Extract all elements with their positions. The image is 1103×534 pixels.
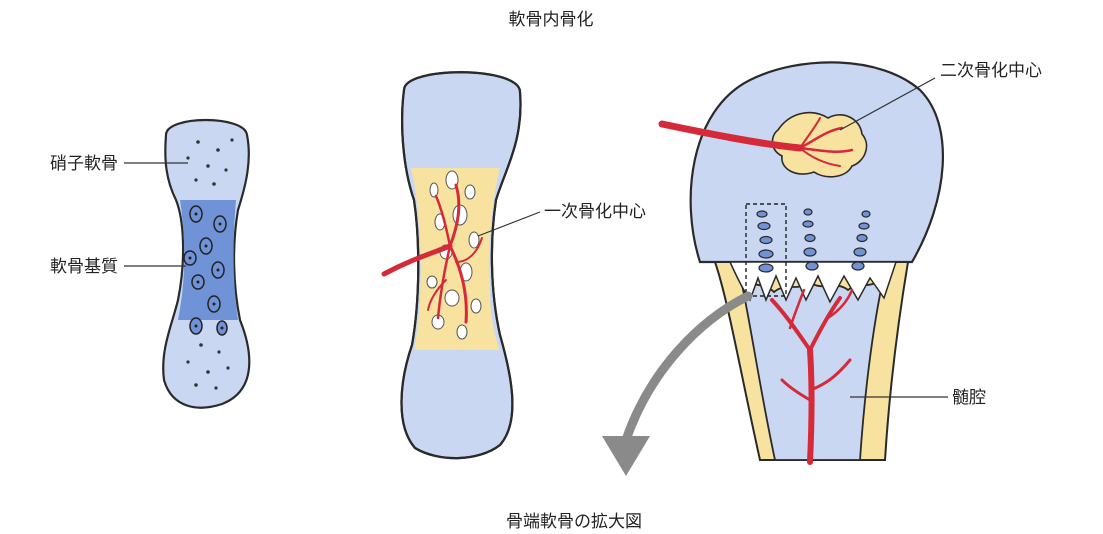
label-marrow-cavity: 髄腔: [952, 388, 986, 408]
label-cartilage-matrix: 軟骨基質: [50, 257, 118, 277]
stage2-primary-ossification: 一次骨化中心: [384, 72, 646, 458]
stage3-secondary-ossification: 二次骨化中心 髄腔: [662, 61, 1042, 462]
stage1-cartilage-model: 硝子軟骨 軟骨基質: [50, 120, 249, 408]
curved-arrow-icon: [602, 296, 748, 476]
label-primary-ossification-center: 一次骨化中心: [544, 202, 646, 222]
label-hyaline-cartilage: 硝子軟骨: [50, 154, 118, 174]
diagram-title: 軟骨内骨化: [509, 10, 594, 30]
label-secondary-ossification-center: 二次骨化中心: [940, 61, 1042, 81]
label-epiphyseal-magnified: 骨端軟骨の拡大図: [506, 512, 642, 532]
